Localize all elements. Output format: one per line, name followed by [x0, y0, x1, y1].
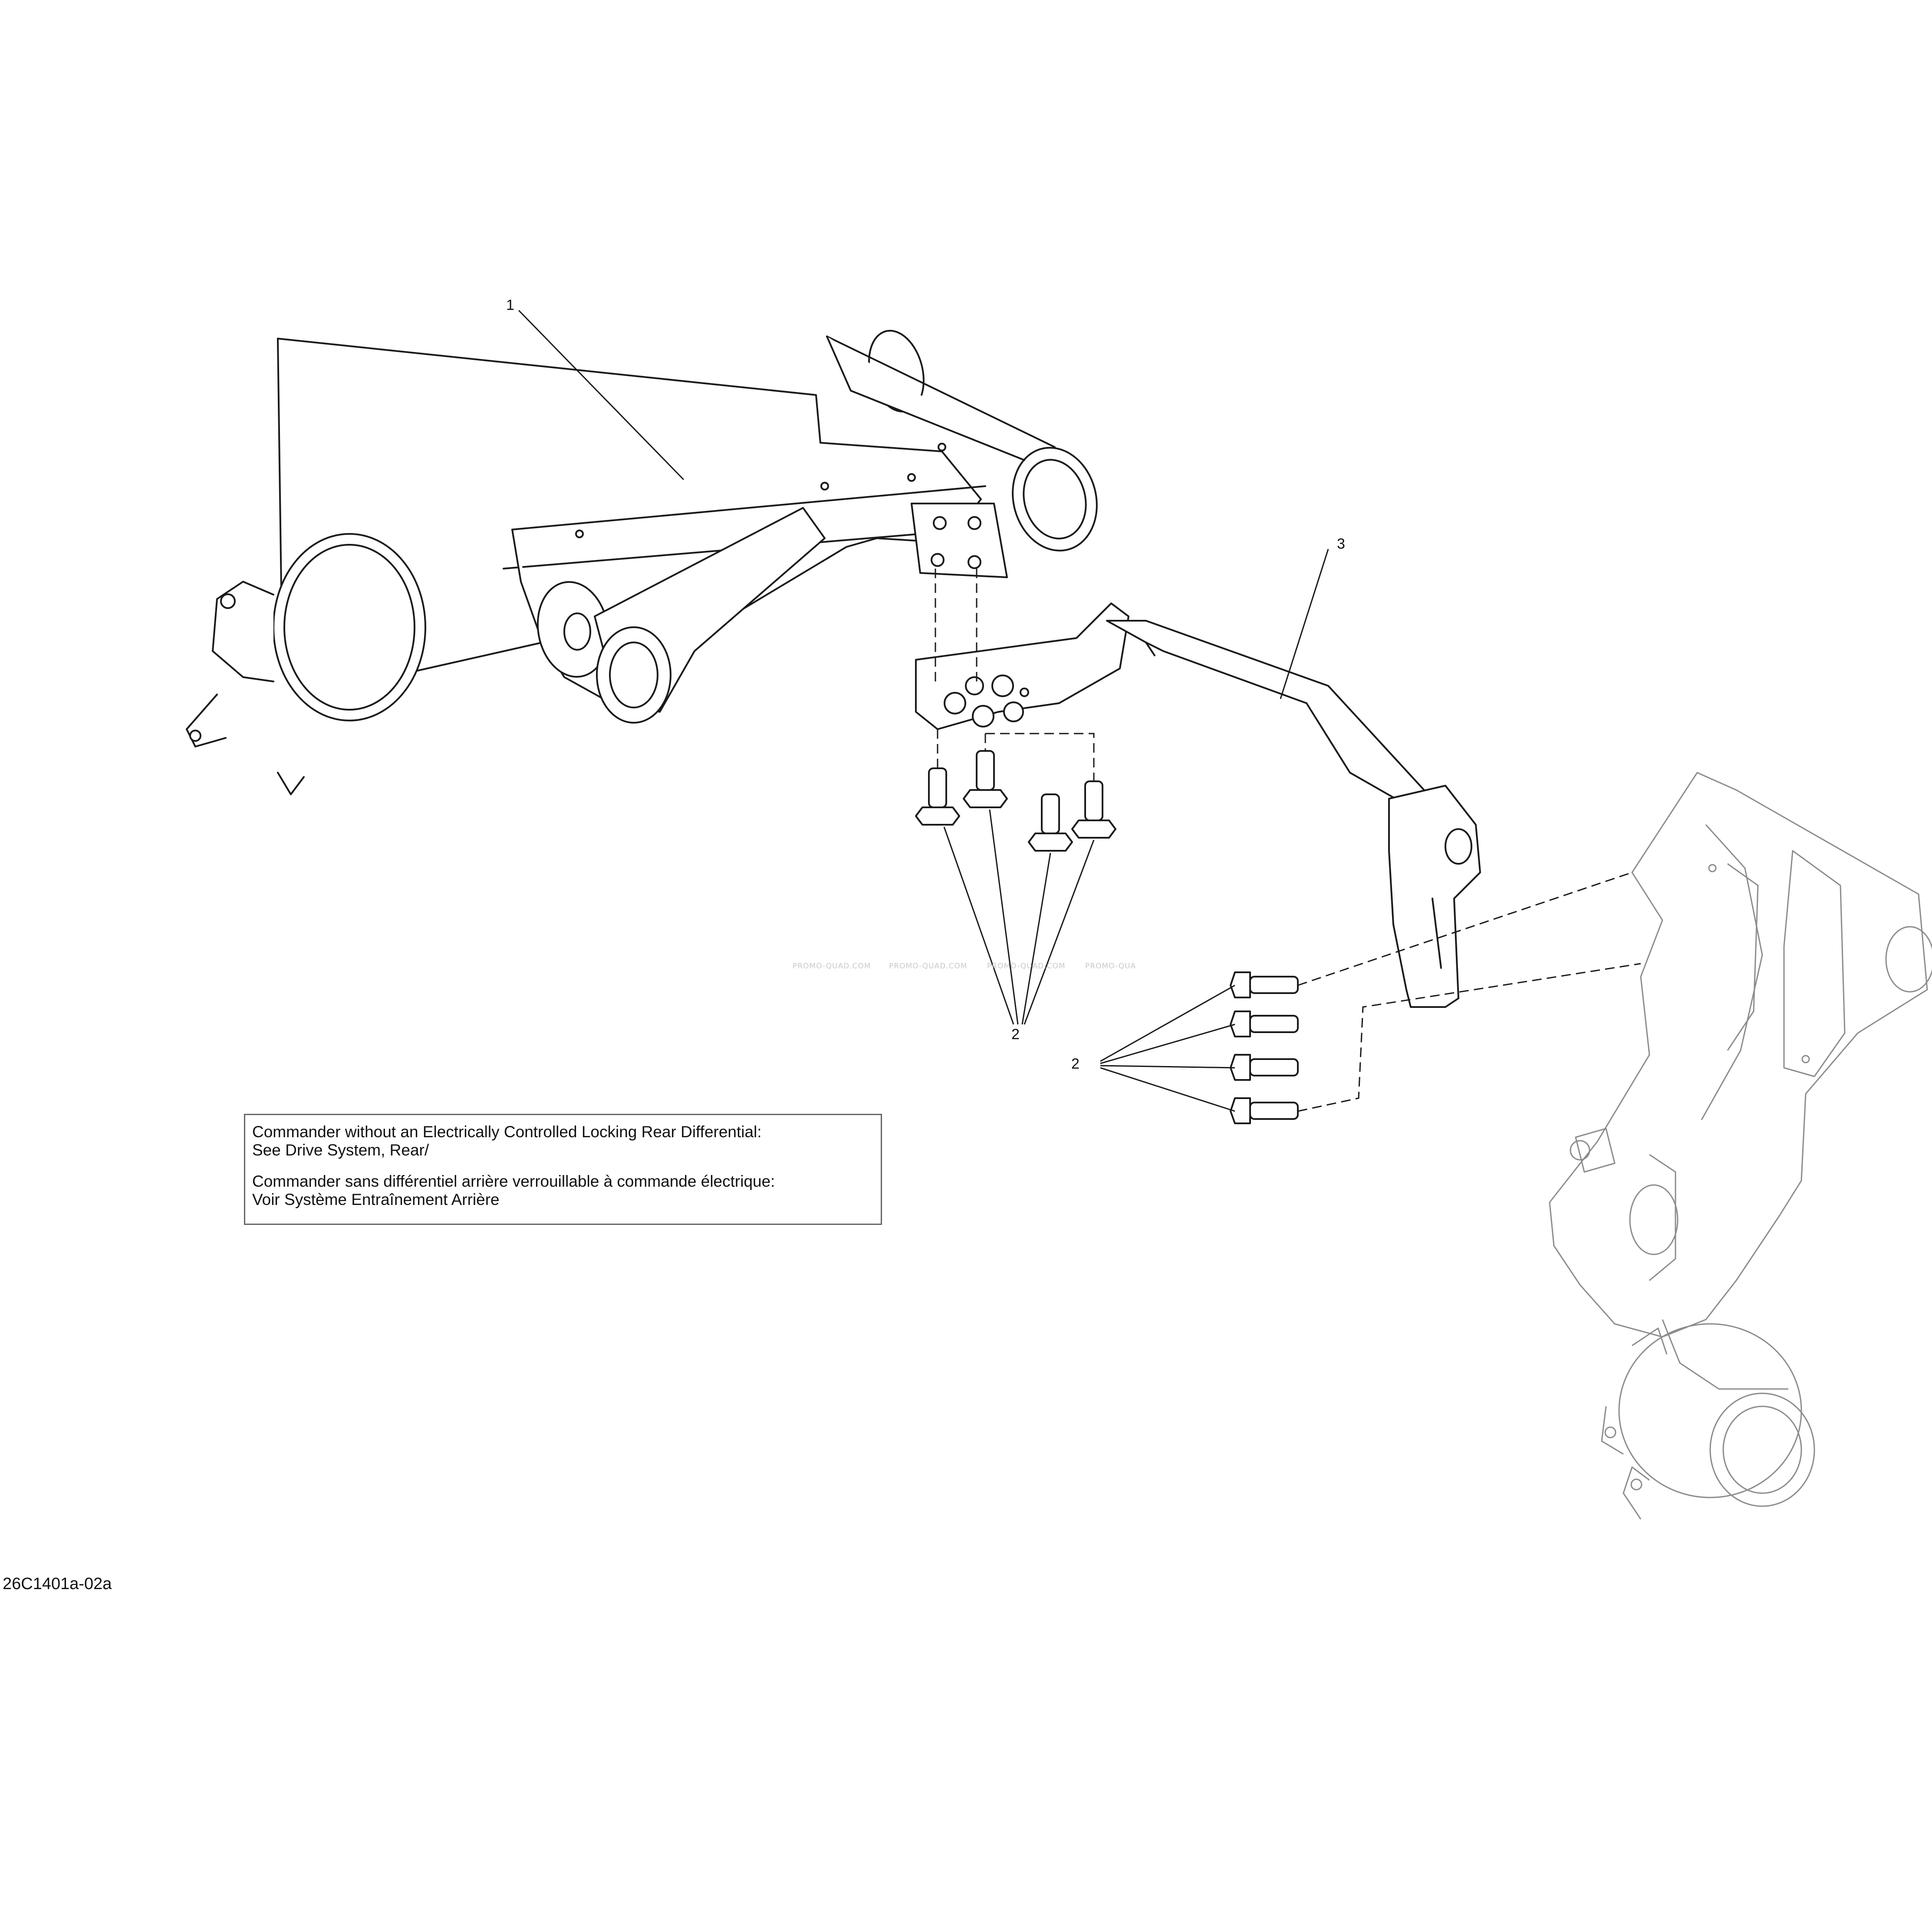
leader-lines	[518, 309, 1329, 1112]
note-line-1: Commander without an Electrically Contro…	[252, 1123, 762, 1141]
callout-part-1: 1	[506, 297, 514, 313]
bolt-group-upper-part-2	[915, 750, 1116, 852]
note-line-4: Voir Système Entraînement Arrière	[252, 1191, 500, 1208]
callout-part-2-lower: 2	[1071, 1056, 1080, 1072]
watermark-1: PROMO-QUAD.COM	[793, 962, 871, 971]
callout-part-3: 3	[1337, 536, 1345, 552]
watermark-3: PROMO-QUAD.COM	[987, 962, 1066, 971]
bolt-group-lower-part-2	[1230, 971, 1299, 1124]
watermark-2: PROMO-QUAD.COM	[889, 962, 968, 971]
bolt-upper-3	[1028, 793, 1073, 852]
note-line-2: See Drive System, Rear/	[252, 1141, 429, 1159]
ghost-rear-arm	[1549, 772, 1932, 1520]
note-box: Commander without an Electrically Contro…	[244, 1114, 882, 1225]
trailing-arm-part-1	[186, 329, 1098, 795]
assembly-dash-lines	[935, 569, 1641, 1112]
watermark-4: PROMO-QUA	[1085, 962, 1136, 971]
bolt-upper-2	[963, 750, 1008, 808]
bolt-upper-4	[1071, 780, 1116, 839]
note-line-3: Commander sans différentiel arrière verr…	[252, 1172, 775, 1190]
callout-part-2-upper: 2	[1011, 1026, 1020, 1043]
figure-id: 26C1401a-02a	[3, 1575, 112, 1593]
link-arm-part-3	[915, 602, 1481, 1008]
bolt-upper-1	[915, 767, 960, 826]
